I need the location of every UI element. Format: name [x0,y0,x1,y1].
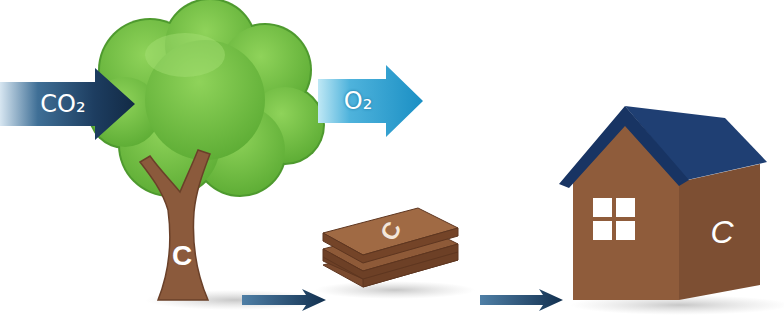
house: C [555,100,770,305]
flow-arrow [480,289,563,311]
planks-shadow [315,281,475,299]
o2-arrow-shape [318,65,423,137]
house-window [593,198,635,240]
tree: C [140,150,225,302]
canopy-highlight [145,33,225,77]
house-outline [555,100,770,305]
node-label: C [162,238,202,274]
tree-trunk [140,150,210,300]
o2-arrow: O₂ [318,65,423,137]
planks-stack [323,208,458,287]
node-label: O₂ [328,79,388,123]
tree-outline [140,150,225,302]
wood-planks-outline [318,203,463,288]
co2-arrow-shape [0,68,135,140]
wood-planks: C [318,203,463,288]
node-label: C [700,210,744,254]
node-label: CO₂ [28,82,98,126]
co2-arrow: CO₂ [0,68,135,140]
flow-arrow [242,289,326,311]
house-shape [559,106,767,300]
